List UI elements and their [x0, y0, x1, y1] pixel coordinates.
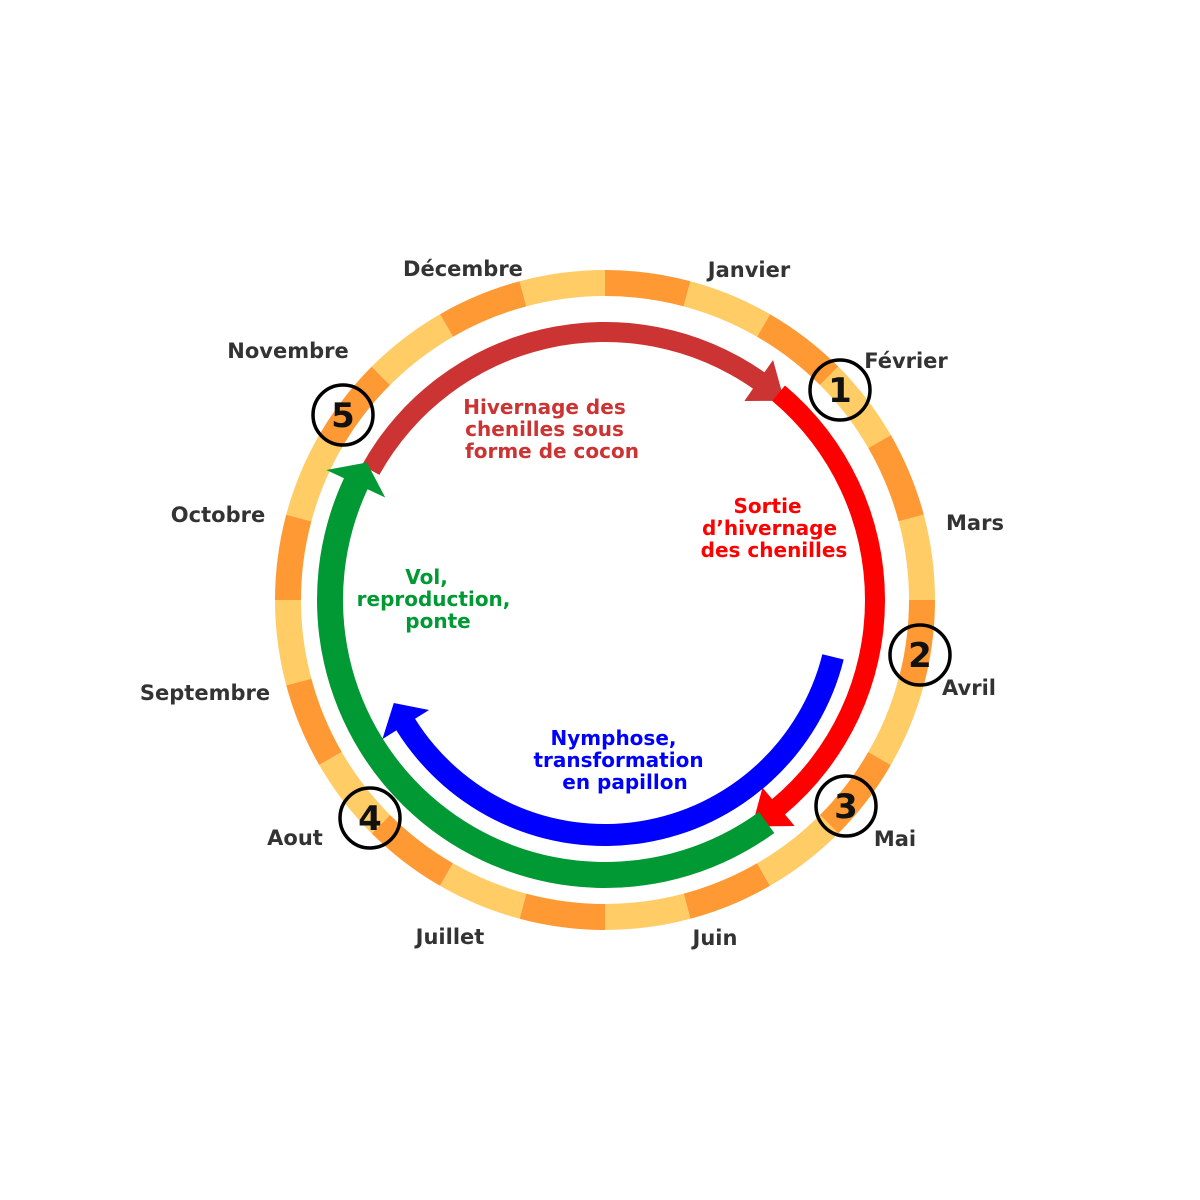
nymphose-arrow — [382, 654, 844, 846]
month-label-juin: Juin — [691, 926, 738, 950]
step-marker-5: 5 — [311, 383, 375, 447]
step-number-1: 1 — [828, 371, 852, 411]
month-segment-octobre — [275, 514, 312, 600]
month-segment-novembre — [319, 366, 391, 448]
step-marker-4: 4 — [338, 786, 402, 850]
month-segment-juin — [683, 863, 770, 919]
exit-arrow — [752, 385, 885, 827]
month-segment-decembre-light — [519, 270, 605, 307]
phase-arrows — [317, 322, 885, 888]
month-segment-juillet — [519, 893, 605, 930]
flight-arrow — [317, 462, 775, 888]
month-segment-novembre-light — [371, 314, 453, 386]
exit-label: Sortie d’hivernage des chenilles — [701, 494, 848, 562]
month-segment-mars — [868, 435, 924, 522]
month-segment-juillet-light — [440, 863, 527, 919]
month-label-decembre: Décembre — [403, 257, 523, 281]
month-ring — [275, 270, 935, 930]
step-circle-3 — [814, 774, 878, 838]
month-segment-juin-light — [605, 893, 691, 930]
month-label-mars: Mars — [946, 511, 1004, 535]
month-segment-fevrier-light — [819, 366, 891, 448]
step-circle-2 — [888, 623, 952, 687]
month-segment-mars-light — [898, 514, 935, 600]
month-label-aout: Aout — [267, 826, 323, 850]
step-circle-5 — [311, 383, 375, 447]
hibernation-arrow — [361, 322, 785, 475]
month-label-janvier: Janvier — [706, 258, 791, 282]
step-markers: 1 2 3 4 5 — [311, 358, 952, 850]
month-label-septembre: Septembre — [140, 681, 270, 705]
step-circle-4 — [338, 786, 402, 850]
month-segment-avril-light — [868, 678, 924, 765]
month-segment-septembre — [286, 678, 342, 765]
month-segment-avril — [898, 600, 935, 686]
step-marker-3: 3 — [814, 774, 878, 838]
hibernation-label: Hivernage des chenilles sous forme de co… — [463, 395, 639, 463]
flight-label: Vol, reproduction, ponte — [357, 565, 518, 633]
month-label-juillet: Juillet — [414, 925, 485, 949]
step-number-5: 5 — [331, 396, 355, 436]
month-segment-octobre-light — [286, 435, 342, 522]
step-marker-1: 1 — [808, 358, 872, 422]
step-number-4: 4 — [358, 799, 382, 839]
month-label-fevrier: Février — [864, 349, 948, 373]
month-segment-janvier — [605, 270, 691, 307]
month-segment-septembre-light — [275, 600, 312, 686]
month-label-novembre: Novembre — [227, 339, 348, 363]
step-marker-2: 2 — [888, 623, 952, 687]
month-segment-mai — [819, 752, 891, 834]
step-number-3: 3 — [834, 787, 858, 827]
step-circle-1 — [808, 358, 872, 422]
month-label-mai: Mai — [874, 827, 916, 851]
month-labels: Janvier Février Mars Avril Mai Juin Juil… — [140, 257, 1004, 950]
nymphose-label: Nymphose, transformation en papillon — [533, 726, 710, 794]
phase-labels: Hivernage des chenilles sous forme de co… — [357, 395, 848, 794]
step-number-2: 2 — [908, 636, 932, 676]
month-segment-janvier-light — [683, 281, 770, 337]
month-segment-mai-light — [757, 814, 839, 886]
month-label-octobre: Octobre — [171, 503, 265, 527]
month-label-avril: Avril — [942, 676, 996, 700]
month-segment-aout — [371, 814, 453, 886]
month-segment-decembre — [440, 281, 527, 337]
